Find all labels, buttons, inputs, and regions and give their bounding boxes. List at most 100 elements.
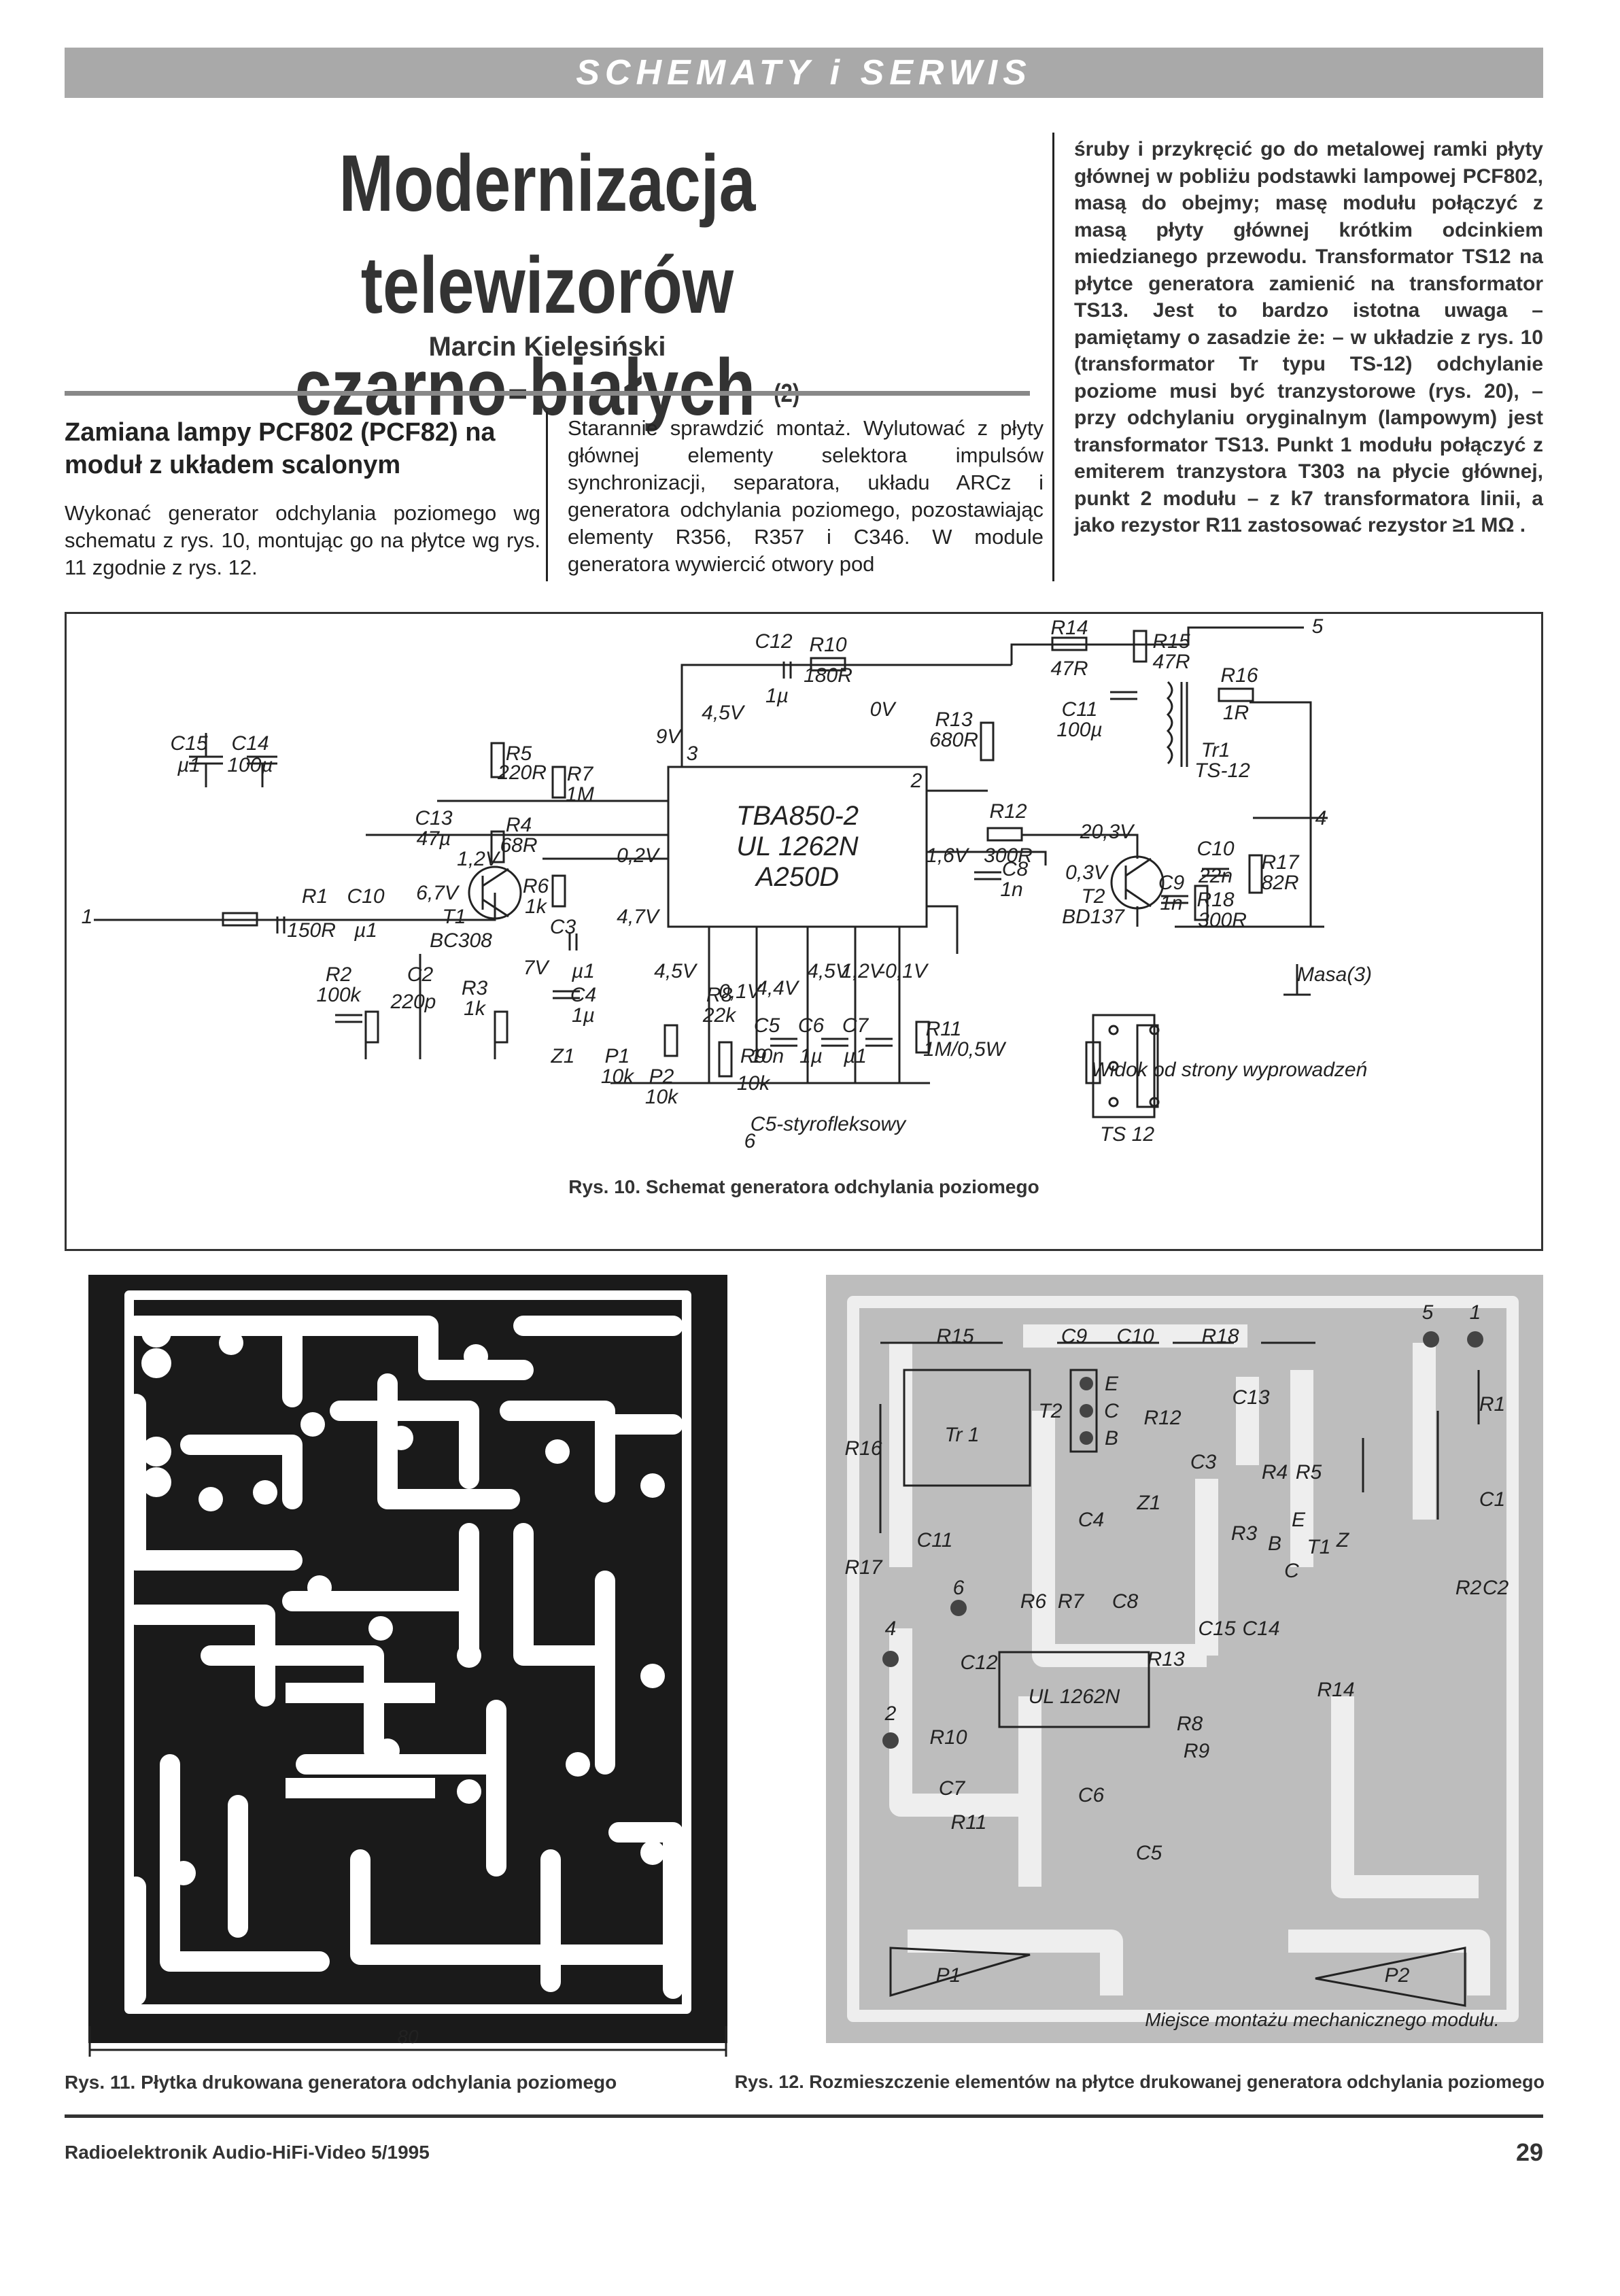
label-c15-val: µ1 bbox=[177, 754, 201, 776]
figure-10-frame: TBA850-2 UL 1262N A250D C15 µ1 C14 100µ … bbox=[65, 612, 1543, 1251]
label-c15: C15 bbox=[170, 732, 207, 755]
figure-12-caption: Rys. 12. Rozmieszczenie elementów na pły… bbox=[734, 2072, 1545, 2092]
lay-c6: C6 bbox=[1078, 1784, 1105, 1806]
lay-c9: C9 bbox=[1061, 1325, 1088, 1348]
lay-c14: C14 bbox=[1242, 1617, 1279, 1640]
pcb-artwork bbox=[88, 1275, 727, 2043]
label-p2-val: 10k bbox=[645, 1086, 679, 1108]
label-c10b-val: 22n bbox=[1198, 865, 1233, 887]
label-r8: R8 bbox=[706, 984, 733, 1006]
label-r17: R17 bbox=[1261, 851, 1299, 874]
label-masa: Masa(3) bbox=[1297, 963, 1372, 986]
dimension-line: 80 bbox=[88, 2023, 727, 2063]
lay-t2: T2 bbox=[1038, 1400, 1062, 1422]
subheading: Zamiana lampy PCF802 (PCF82) na moduł z … bbox=[65, 418, 496, 479]
label-p1: P1 bbox=[605, 1045, 630, 1067]
label-r15-val: 47R bbox=[1152, 651, 1190, 673]
label-r1: R1 bbox=[302, 885, 328, 908]
pcb-traces bbox=[124, 1290, 691, 2014]
label-c12: C12 bbox=[755, 630, 792, 653]
label-tr1: Tr1 bbox=[1201, 739, 1230, 761]
pin-2: 2 bbox=[910, 770, 923, 792]
ic-label-3: A250D bbox=[755, 862, 839, 892]
label-r6: R6 bbox=[523, 875, 549, 897]
lay-r7: R7 bbox=[1058, 1590, 1085, 1613]
label-r4-val: 68R bbox=[500, 834, 537, 857]
lay-r2: R2 bbox=[1455, 1577, 1482, 1599]
label-widok: Widok od strony wyprowadzeń bbox=[1091, 1059, 1368, 1081]
label-r16-val: 1R bbox=[1223, 702, 1249, 724]
label-r3-val: 1k bbox=[464, 997, 487, 1020]
lay-c10: C10 bbox=[1116, 1325, 1154, 1348]
label-r13-val: 680R bbox=[929, 729, 978, 751]
label-r14: R14 bbox=[1050, 617, 1088, 639]
lay-r9: R9 bbox=[1184, 1740, 1210, 1762]
label-c14-val: 100µ bbox=[227, 754, 273, 776]
label-c4: C4 bbox=[570, 984, 596, 1006]
journal-footer: Radioelektronik Audio-HiFi-Video 5/1995 bbox=[65, 2142, 430, 2163]
body-column-2: Starannie sprawdzić montaż. Wylutować z … bbox=[568, 416, 1044, 576]
label-c14: C14 bbox=[231, 732, 269, 755]
article-title: Modernizacja telewizorów czarno-białych … bbox=[152, 133, 943, 445]
label-c6-val: 1µ bbox=[799, 1045, 823, 1067]
lay-c15: C15 bbox=[1198, 1617, 1235, 1640]
lay-c: C bbox=[1104, 1400, 1119, 1422]
label-4v5c: 4,5V bbox=[654, 960, 698, 982]
author: Marcin Kielesiński bbox=[428, 332, 666, 362]
label-c11: C11 bbox=[1062, 698, 1098, 721]
title-line-1: Modernizacja telewizorów bbox=[339, 139, 756, 330]
label-c12-val: 1µ bbox=[765, 685, 789, 707]
label-4v5: 4,5V bbox=[702, 702, 746, 724]
label-c11-val: 100µ bbox=[1056, 719, 1102, 741]
lay-ic: UL 1262N bbox=[1029, 1685, 1120, 1708]
ic-body bbox=[667, 766, 928, 928]
label-9v: 9V bbox=[656, 725, 683, 748]
page-number: 29 bbox=[1516, 2138, 1544, 2166]
label-c10b: C10 bbox=[1196, 838, 1234, 860]
label-v3: 7V bbox=[523, 957, 551, 979]
label-r1-val: 150R bbox=[287, 919, 336, 942]
lay-r8: R8 bbox=[1177, 1713, 1203, 1735]
lay-c5: C5 bbox=[1136, 1842, 1162, 1864]
lay-r18: R18 bbox=[1201, 1325, 1239, 1348]
lay-r16: R16 bbox=[844, 1437, 882, 1460]
lay-5: 5 bbox=[1422, 1301, 1434, 1324]
label-c13-val: 47µ bbox=[417, 827, 451, 850]
lay-r15: R15 bbox=[936, 1325, 973, 1348]
lay-r1: R1 bbox=[1479, 1393, 1505, 1416]
label-r9: R9 bbox=[740, 1045, 767, 1067]
label-0v1: 0,1V bbox=[719, 980, 763, 1003]
label-c7: C7 bbox=[842, 1014, 869, 1037]
lay-c12: C12 bbox=[960, 1651, 997, 1674]
component-layout: R15 C9 C10 R18 T2 E C B R12 C13 R1 R16 T… bbox=[826, 1275, 1543, 2043]
label-r12: R12 bbox=[989, 800, 1027, 823]
lay-t1-e: E bbox=[1292, 1509, 1306, 1531]
lay-r11: R11 bbox=[951, 1811, 987, 1834]
lay-t1-b: B bbox=[1268, 1532, 1281, 1555]
figure-10-caption: Rys. 10. Schemat generatora odchylania p… bbox=[568, 1176, 1039, 1197]
lay-1: 1 bbox=[1470, 1301, 1481, 1324]
lay-r13: R13 bbox=[1147, 1648, 1184, 1670]
lay-tr1: Tr 1 bbox=[944, 1424, 979, 1446]
label-0v: 0V bbox=[870, 698, 897, 721]
label-c10a: C10 bbox=[347, 885, 384, 908]
lay-e: E bbox=[1105, 1373, 1119, 1395]
lay-p2: P2 bbox=[1385, 1964, 1410, 1987]
label-c9-val: 1n bbox=[1160, 892, 1182, 914]
label-r14-val: 47R bbox=[1050, 657, 1088, 680]
label-r16: R16 bbox=[1220, 664, 1258, 687]
column-divider bbox=[1052, 133, 1054, 581]
label-c8-val: 1n bbox=[1000, 878, 1022, 901]
label-c9: C9 bbox=[1158, 872, 1185, 894]
lay-t1: T1 bbox=[1307, 1536, 1330, 1558]
section-title: SCHEMATY i SERWIS bbox=[576, 53, 1032, 92]
label-r13: R13 bbox=[935, 708, 972, 731]
ic-label-2: UL 1262N bbox=[736, 832, 859, 861]
label-c4-val: 1µ bbox=[572, 1004, 595, 1027]
lay-c1: C1 bbox=[1479, 1488, 1505, 1511]
label-m0v1: -0,1V bbox=[878, 960, 929, 982]
dimension-svg: 80 bbox=[88, 2026, 727, 2057]
label-ts12: TS 12 bbox=[1100, 1123, 1154, 1146]
lay-r6: R6 bbox=[1020, 1590, 1047, 1613]
title-line-2: czarno-białych (2) bbox=[152, 337, 943, 445]
